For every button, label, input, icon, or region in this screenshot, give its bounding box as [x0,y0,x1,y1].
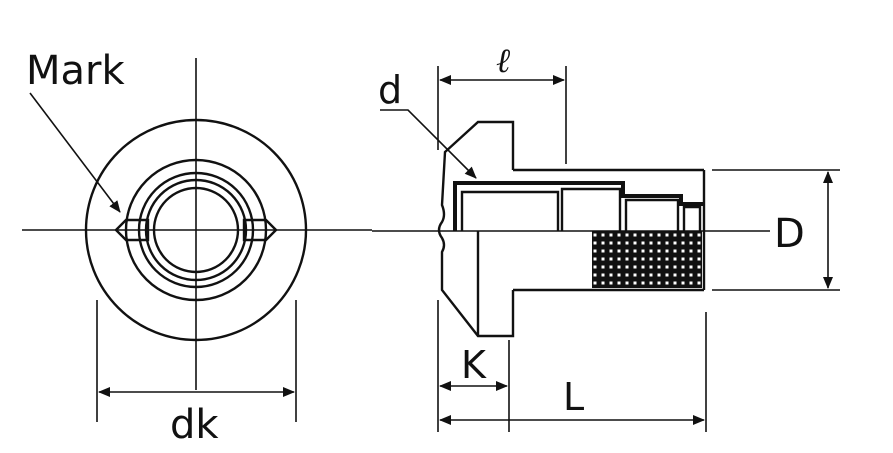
bore-step-outline-2 [460,187,702,231]
knurl-area [592,231,702,288]
dk-label: dk [170,402,219,448]
l-label: ℓ [496,41,510,81]
side-view: ℓ d D K L [372,41,840,432]
front-view: Mark dk [22,48,372,448]
mark-leader [29,92,121,213]
d-label: d [378,68,402,112]
head-profile [437,120,515,338]
L-label: L [563,375,584,419]
K-label: K [461,343,487,387]
d-leader [380,109,477,179]
mark-label: Mark [26,48,125,94]
bore-step-outline [453,181,704,231]
D-label: D [774,211,805,257]
